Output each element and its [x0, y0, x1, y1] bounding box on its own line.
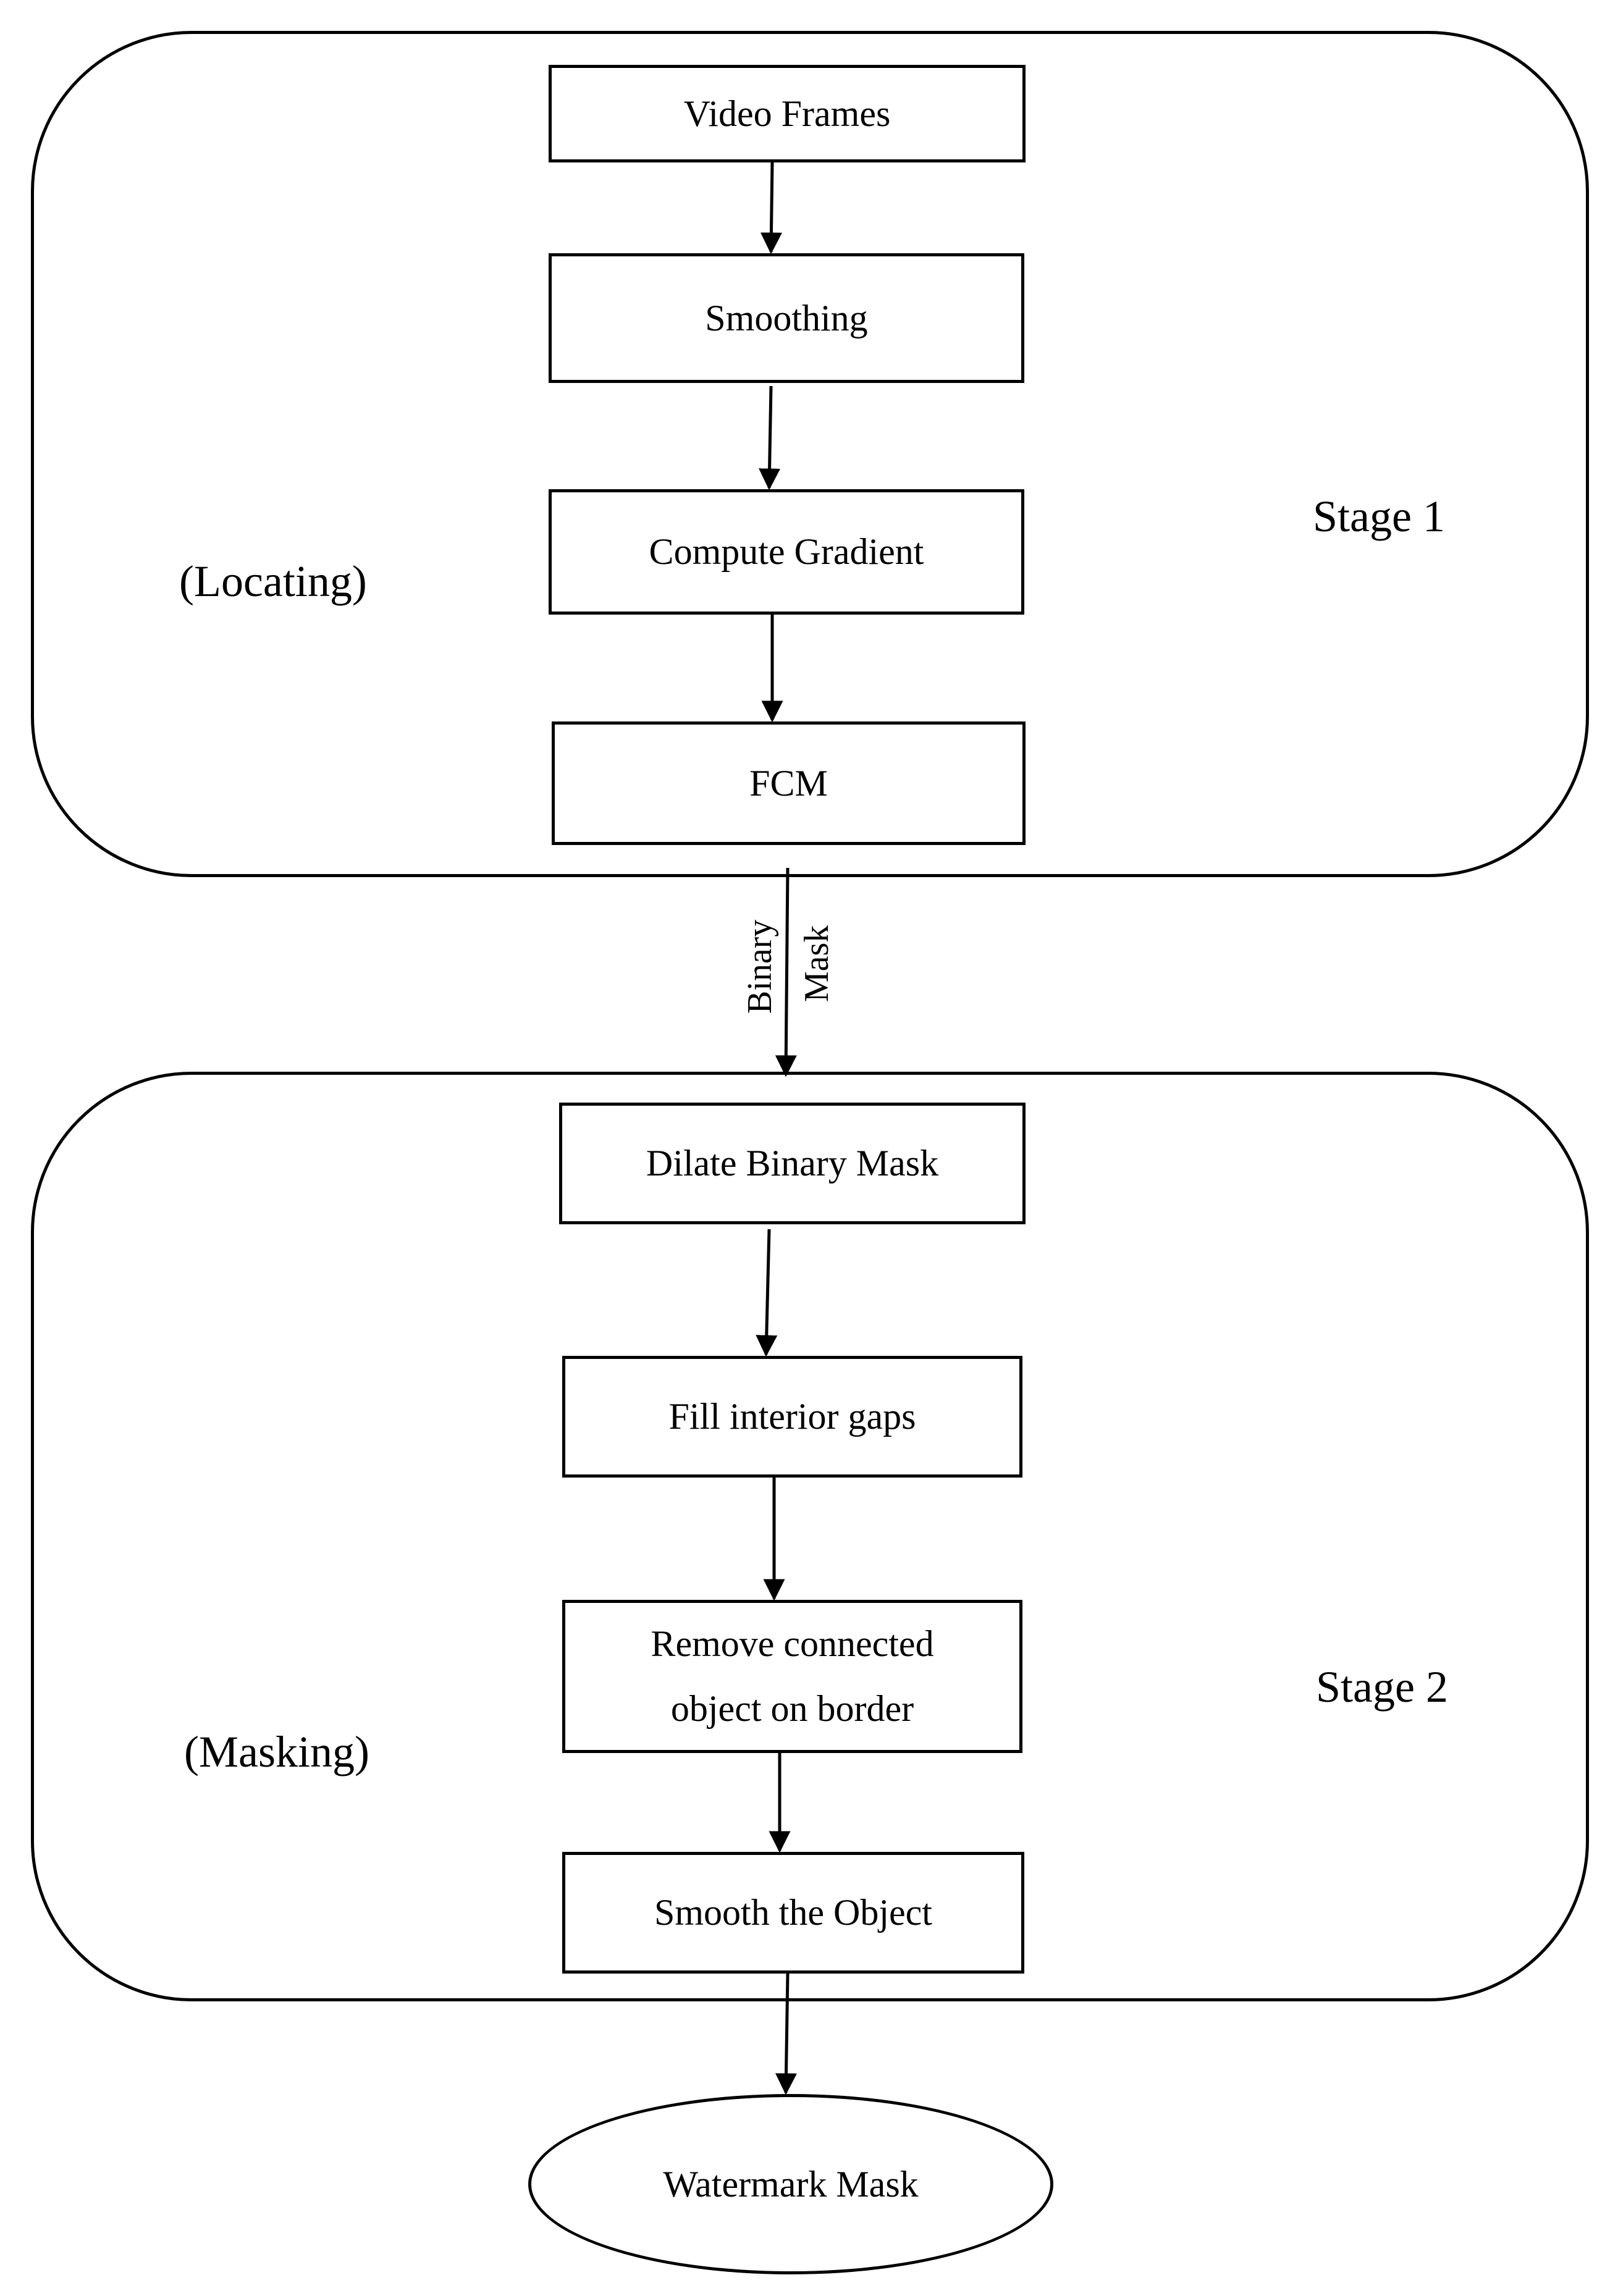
output-watermark-mask: Watermark Mask: [528, 2094, 1053, 2274]
step-dilate-binary-mask: Dilate Binary Mask: [559, 1103, 1026, 1224]
step-fcm: FCM: [552, 721, 1026, 845]
arrow-smooth-to-output: [775, 1973, 797, 2095]
step-smoothing: Smoothing: [549, 253, 1024, 383]
stage-1-subtitle: (Locating): [179, 557, 367, 606]
step-smooth-the-object: Smooth the Object: [562, 1852, 1024, 1974]
stage-2-frame: [31, 1072, 1589, 2001]
step-remove-connected-object: Remove connected object on border: [562, 1600, 1022, 1753]
arrow-dilate-to-fill: [756, 1229, 778, 1357]
stage-2-title: Stage 2: [1316, 1662, 1448, 1712]
stage-2-subtitle: (Masking): [184, 1727, 369, 1777]
arrow-video-to-smoothing: [760, 162, 782, 254]
step-fill-interior-gaps: Fill interior gaps: [562, 1356, 1022, 1478]
step-compute-gradient: Compute Gradient: [549, 489, 1024, 615]
step-video-frames: Video Frames: [549, 65, 1026, 162]
arrow-smoothing-to-gradient: [759, 385, 781, 490]
stage-1-title: Stage 1: [1313, 492, 1445, 541]
arrow-fcm-to-dilate: [775, 867, 797, 1077]
